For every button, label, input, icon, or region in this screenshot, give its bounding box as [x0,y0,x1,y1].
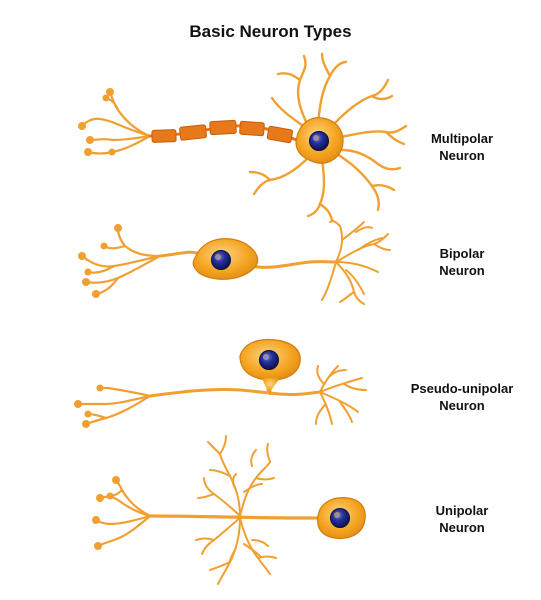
unipolar-neuron [92,435,366,585]
label-multipolar-line1: Multipolar [430,131,494,146]
multipolar-nucleus [309,131,329,151]
unipolar-left-branches [94,478,152,548]
label-bipolar-line2: Neuron [439,263,485,278]
pseudo-unipolar-nucleus [259,350,279,370]
unipolar-nucleus [330,508,350,528]
label-unipolar-line2: Neuron [439,520,485,535]
diagram-title: Basic Neuron Types [189,22,352,41]
bipolar-left-branches [80,226,162,296]
label-bipolar-line1: Bipolar [439,246,485,261]
bipolar-central-process [248,260,338,269]
unipolar-upper-collaterals [197,435,275,517]
label-pseudo-unipolar-line2: Neuron [439,398,485,413]
pseudo-unipolar-central-branch [268,390,322,397]
pseudo-unipolar-right-branches [315,365,367,425]
label-unipolar-line1: Unipolar [435,503,489,518]
multipolar-dendrites [248,52,408,222]
bipolar-right-branches [321,220,391,305]
label-unipolar: Unipolar Neuron [387,502,537,536]
unipolar-lower-collaterals [195,517,277,585]
label-multipolar-line2: Neuron [439,148,485,163]
pseudo-unipolar-neuron [74,338,367,428]
myelin-sheath [151,119,294,144]
label-multipolar: Multipolar Neuron [387,130,537,164]
multipolar-neuron [78,52,408,222]
pseudo-unipolar-peripheral-branch [148,387,272,398]
bipolar-neuron [78,220,391,305]
bipolar-nucleus [211,250,231,270]
unipolar-axon [148,514,324,520]
label-pseudo-unipolar: Pseudo-unipolar Neuron [387,380,537,414]
bipolar-peripheral-process [158,250,202,258]
label-pseudo-unipolar-line1: Pseudo-unipolar [410,381,514,396]
pseudo-unipolar-left-branches [76,386,152,426]
label-bipolar: Bipolar Neuron [387,245,537,279]
multipolar-axon-terminals [80,90,152,155]
